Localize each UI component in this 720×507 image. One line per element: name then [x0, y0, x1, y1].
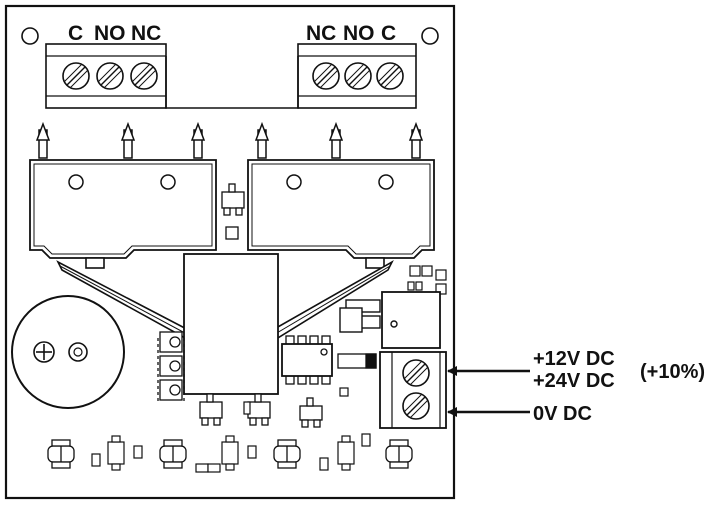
terminal-label-right-no: NO	[343, 22, 375, 45]
label-tolerance: (+10%)	[640, 361, 705, 383]
screw-icon	[130, 62, 158, 90]
terminal-label-left-c: C	[68, 22, 83, 45]
led-icon	[47, 439, 75, 469]
smd-resistors	[91, 433, 371, 473]
central-module	[183, 253, 279, 395]
terminal-block-right	[297, 43, 417, 109]
smd-component	[225, 226, 239, 240]
screw-icon	[402, 392, 430, 420]
relay-left	[29, 159, 217, 259]
smd-component	[243, 401, 251, 415]
relay-right	[247, 159, 435, 259]
mounting-hole	[421, 27, 439, 45]
smd-transistor-row	[107, 435, 355, 471]
relay-pins	[35, 121, 424, 159]
terminal-label-right-c: C	[381, 22, 396, 45]
screw-icon	[376, 62, 404, 90]
terminal-label-right-nc: NC	[306, 22, 336, 45]
ic-chip-soic8	[281, 335, 333, 385]
screw-icon	[96, 62, 124, 90]
mounting-hole	[21, 27, 39, 45]
screw-icon	[344, 62, 372, 90]
led-icon	[159, 439, 187, 469]
screw-icon	[312, 62, 340, 90]
led-icon	[273, 439, 301, 469]
smd-resistors	[407, 265, 447, 295]
transistor-sot23	[299, 397, 323, 428]
terminal-block-left	[45, 43, 167, 109]
buzzer	[11, 295, 125, 409]
led-icon	[385, 439, 413, 469]
transistor-sot23	[199, 393, 223, 426]
jumper-header	[157, 331, 185, 404]
voltage-regulator	[339, 291, 441, 349]
board-cutout	[165, 56, 299, 109]
terminal-label-left-no: NO	[94, 22, 126, 45]
label-0v-dc: 0V DC	[533, 403, 592, 425]
label-24v-dc: +24V DC	[533, 370, 615, 392]
screw-icon	[62, 62, 90, 90]
terminal-label-left-nc: NC	[131, 22, 161, 45]
smd-component	[339, 387, 349, 397]
label-12v-dc: +12V DC	[533, 348, 615, 370]
power-terminal-block	[379, 351, 447, 429]
screw-icon	[402, 359, 430, 387]
led-row	[47, 439, 413, 469]
diode	[337, 353, 377, 369]
transistor-sot23	[221, 183, 245, 216]
transistor-sot23	[247, 393, 271, 426]
